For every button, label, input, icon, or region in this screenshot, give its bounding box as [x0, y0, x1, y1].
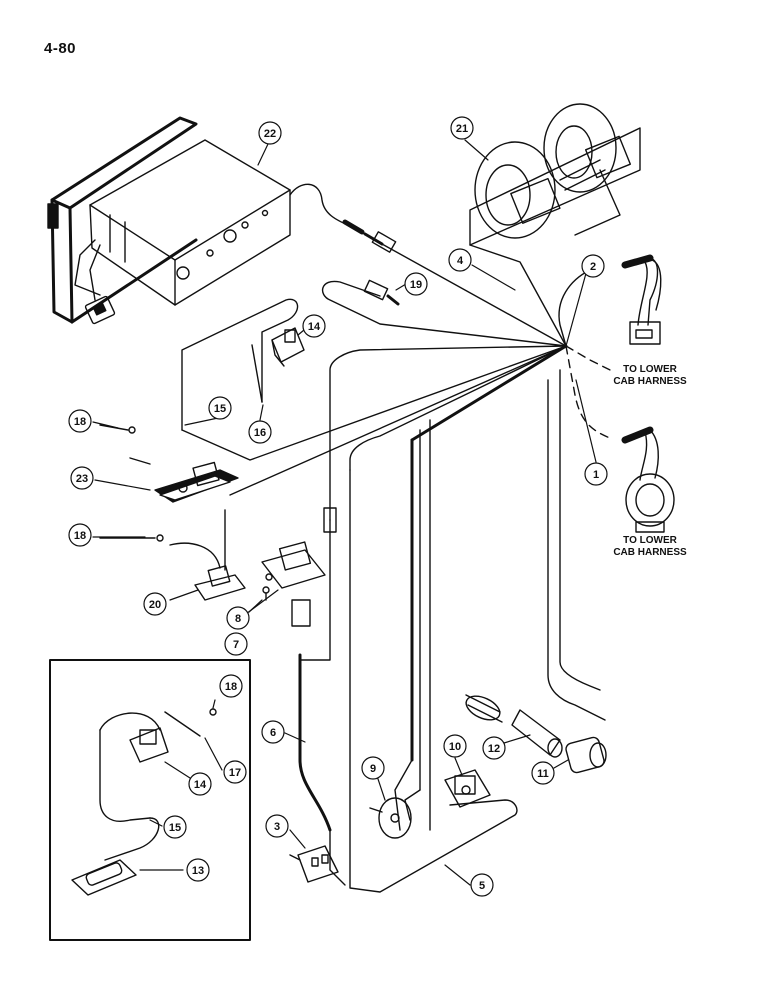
callout-23: 23 [76, 473, 88, 485]
callout-20: 20 [149, 599, 161, 611]
switch-11-icon [565, 736, 607, 774]
radio-unit-icon [47, 116, 291, 325]
callout-7: 7 [233, 639, 239, 651]
connector-1-icon [621, 426, 675, 533]
callout-17: 17 [229, 767, 241, 779]
callout-22: 22 [264, 128, 276, 140]
callout-10: 10 [449, 741, 461, 753]
callout-21: 21 [456, 123, 468, 135]
callout-13: 13 [192, 865, 204, 877]
receptacle-7-icon [261, 541, 326, 589]
to-lower-cab-harness-label-1a: TO LOWER [623, 364, 677, 375]
callout-2: 2 [590, 261, 596, 273]
inline-connector-icon [323, 507, 337, 533]
callout-6: 6 [270, 727, 276, 739]
callout-15: 15 [169, 822, 181, 834]
page-number: 4-80 [44, 40, 77, 57]
sensor-19-icon [363, 279, 400, 306]
lighter-12-icon [465, 694, 563, 758]
callout-1: 1 [593, 469, 599, 481]
callout-18: 18 [74, 530, 86, 542]
bracket-20-icon [169, 509, 246, 601]
callout-19: 19 [410, 279, 422, 291]
to-lower-cab-harness-label-2a: TO LOWER [623, 535, 677, 546]
callout-4: 4 [457, 255, 464, 267]
switch-9-icon [369, 797, 412, 839]
switch-panel-23-icon [154, 461, 239, 503]
blower-motor-icon [469, 103, 641, 246]
connector-6-icon [291, 599, 311, 627]
callout-14: 14 [194, 779, 207, 791]
callout-5: 5 [479, 880, 485, 892]
callout-11: 11 [537, 768, 549, 780]
main-harness-wires [181, 243, 611, 893]
callout-12: 12 [488, 743, 500, 755]
callout-9: 9 [370, 763, 376, 775]
callout-14: 14 [308, 321, 321, 333]
relay-14-upper-icon [271, 327, 305, 367]
callouts [68, 116, 608, 897]
callout-3: 3 [274, 821, 280, 833]
callout-18: 18 [225, 681, 237, 693]
toggle-switch-3-icon [289, 845, 339, 883]
connector-2-icon [621, 254, 662, 345]
callout-18: 18 [74, 416, 86, 428]
inset-box [49, 659, 251, 941]
rotary-switch-10-icon [444, 769, 491, 808]
to-lower-cab-harness-label-2b: CAB HARNESS [613, 547, 687, 558]
callout-8: 8 [235, 613, 241, 625]
to-lower-cab-harness-label-1b: CAB HARNESS [613, 376, 687, 387]
callout-16: 16 [254, 427, 266, 439]
callout-15: 15 [214, 403, 226, 415]
